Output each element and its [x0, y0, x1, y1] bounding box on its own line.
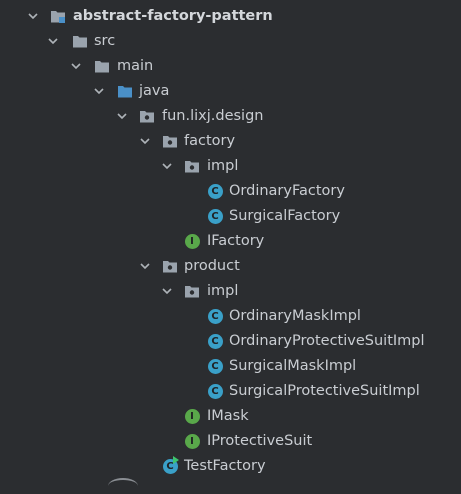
tree-label-package: fun.lixj.design [162, 108, 264, 124]
partial-next-row-icon [108, 478, 138, 494]
chevron-down-icon[interactable] [70, 60, 82, 72]
folder-icon [72, 33, 88, 49]
class-icon: C [207, 208, 223, 224]
tree-label-factory: factory [184, 133, 236, 149]
module-folder-icon [50, 8, 66, 24]
interface-icon: I [184, 233, 200, 249]
tree-row-ordinary-factory[interactable]: C OrdinaryFactory [0, 179, 461, 204]
run-badge-icon [173, 456, 179, 464]
chevron-down-icon[interactable] [93, 85, 105, 97]
package-icon [184, 158, 200, 174]
package-icon [184, 283, 200, 299]
tree-row-surgical-factory[interactable]: C SurgicalFactory [0, 204, 461, 229]
tree-label-iprotective-suit: IProtectiveSuit [207, 433, 313, 449]
tree-row-product[interactable]: product [0, 254, 461, 279]
tree-label-main: main [117, 58, 154, 74]
tree-label-imask: IMask [207, 408, 249, 424]
tree-row-java[interactable]: java [0, 79, 461, 104]
tree-row-surgical-mask-impl[interactable]: C SurgicalMaskImpl [0, 354, 461, 379]
tree-row-iprotective-suit[interactable]: I IProtectiveSuit [0, 429, 461, 454]
tree-label-product: product [184, 258, 240, 274]
tree-row-ifactory[interactable]: I IFactory [0, 229, 461, 254]
tree-row-test-factory[interactable]: C TestFactory [0, 454, 461, 479]
tree-row-main[interactable]: main [0, 54, 461, 79]
chevron-down-icon[interactable] [27, 10, 39, 22]
tree-row-factory[interactable]: factory [0, 129, 461, 154]
tree-label-surgical-factory: SurgicalFactory [229, 208, 341, 224]
tree-row-ordinary-mask-impl[interactable]: C OrdinaryMaskImpl [0, 304, 461, 329]
tree-label-ordinary-suit-impl: OrdinaryProtectiveSuitImpl [229, 333, 425, 349]
chevron-down-icon[interactable] [47, 35, 59, 47]
folder-icon [94, 58, 110, 74]
tree-row-imask[interactable]: I IMask [0, 404, 461, 429]
chevron-down-icon[interactable] [161, 160, 173, 172]
chevron-down-icon[interactable] [139, 260, 151, 272]
tree-row-src[interactable]: src [0, 29, 461, 54]
tree-label-factory-impl: impl [207, 158, 239, 174]
source-root-folder-icon [117, 83, 133, 99]
tree-row-surgical-suit-impl[interactable]: C SurgicalProtectiveSuitImpl [0, 379, 461, 404]
tree-row-ordinary-suit-impl[interactable]: C OrdinaryProtectiveSuitImpl [0, 329, 461, 354]
tree-row-package[interactable]: fun.lixj.design [0, 104, 461, 129]
chevron-down-icon[interactable] [161, 285, 173, 297]
interface-icon: I [184, 433, 200, 449]
package-icon [139, 108, 155, 124]
tree-label-surgical-suit-impl: SurgicalProtectiveSuitImpl [229, 383, 420, 399]
tree-row-factory-impl[interactable]: impl [0, 154, 461, 179]
chevron-down-icon[interactable] [116, 110, 128, 122]
package-icon [162, 258, 178, 274]
interface-icon: I [184, 408, 200, 424]
class-icon: C [207, 383, 223, 399]
class-icon: C [207, 358, 223, 374]
tree-label-src: src [94, 33, 116, 49]
tree-row-root[interactable]: abstract-factory-pattern [0, 4, 461, 29]
tree-label-product-impl: impl [207, 283, 239, 299]
tree-label-test-factory: TestFactory [184, 458, 266, 474]
chevron-down-icon[interactable] [139, 135, 151, 147]
class-icon: C [207, 333, 223, 349]
tree-label-java: java [139, 83, 170, 99]
class-icon: C [207, 183, 223, 199]
package-icon [162, 133, 178, 149]
tree-label-ordinary-mask-impl: OrdinaryMaskImpl [229, 308, 361, 324]
tree-label-ifactory: IFactory [207, 233, 265, 249]
tree-label-surgical-mask-impl: SurgicalMaskImpl [229, 358, 357, 374]
class-icon: C [207, 308, 223, 324]
tree-row-product-impl[interactable]: impl [0, 279, 461, 304]
tree-label-root: abstract-factory-pattern [73, 8, 273, 24]
tree-label-ordinary-factory: OrdinaryFactory [229, 183, 345, 199]
runnable-class-icon: C [162, 456, 179, 474]
